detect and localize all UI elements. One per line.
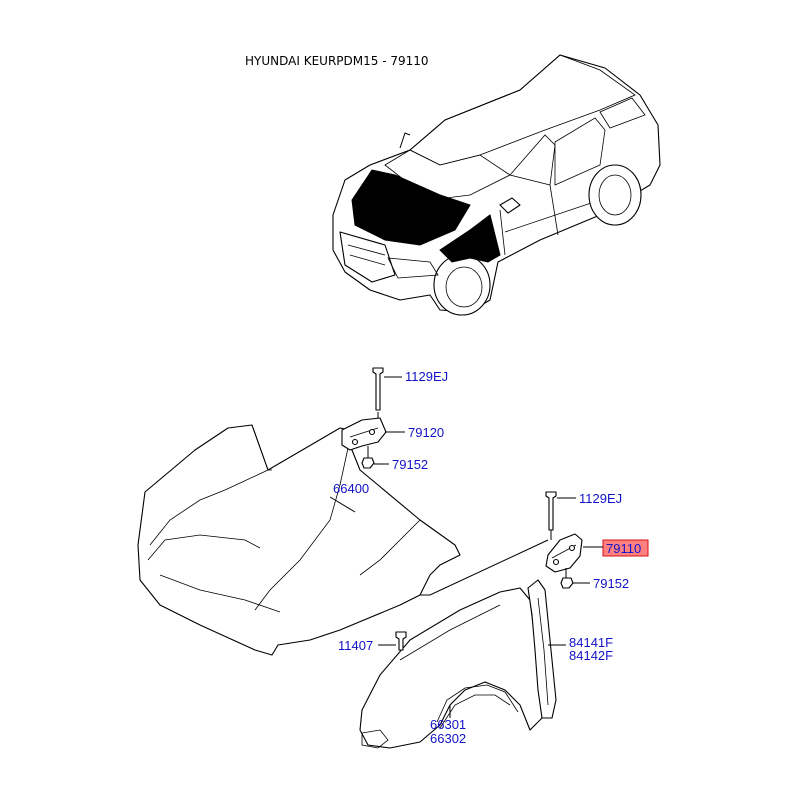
callout-hinge-right[interactable]: 79110 (606, 541, 641, 556)
callout-bolt-top[interactable]: 1129EJ (405, 369, 448, 384)
hinge-right-assembly (545, 491, 649, 589)
fender-panel (359, 579, 557, 749)
callout-fender-seal-1[interactable]: 84141F (569, 635, 613, 650)
hinge-left-assembly (341, 367, 387, 469)
hood-panel (137, 424, 461, 656)
callout-fender-seal-2[interactable]: 84142F (569, 648, 613, 663)
callout-nut-left[interactable]: 79152 (392, 457, 428, 472)
callout-hinge-left[interactable]: 79120 (408, 425, 444, 440)
leader-lines (329, 376, 603, 718)
callout-fender-1[interactable]: 66301 (430, 717, 466, 732)
callout-fender-2[interactable]: 66302 (430, 731, 466, 746)
vehicle-illustration (332, 54, 661, 316)
highlight-box (602, 539, 649, 557)
callout-hood[interactable]: 66400 (333, 481, 369, 496)
callout-fender-bolt[interactable]: 11407 (338, 638, 373, 653)
callout-nut-right[interactable]: 79152 (593, 576, 629, 591)
diagram-title: HYUNDAI KEURPDM15 - 79110 (245, 54, 429, 68)
callout-bolt-right[interactable]: 1129EJ (579, 491, 622, 506)
